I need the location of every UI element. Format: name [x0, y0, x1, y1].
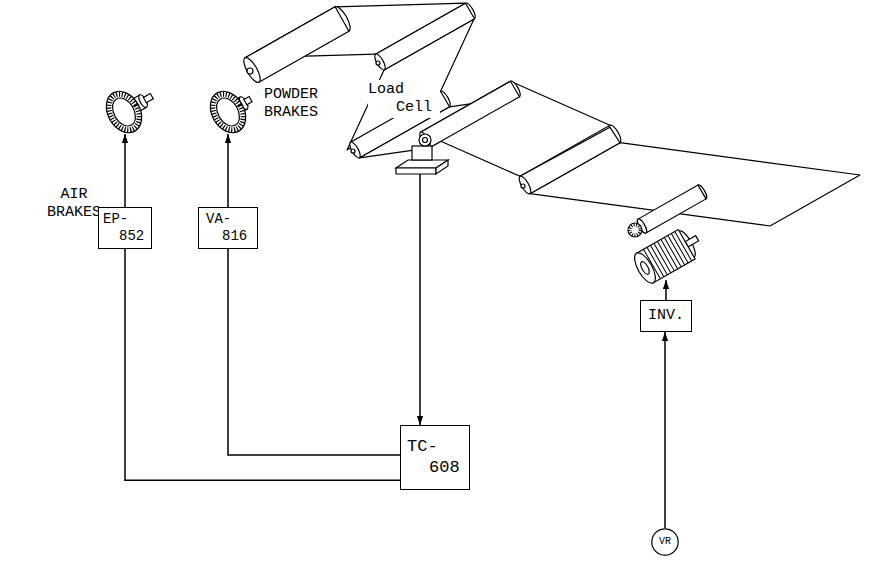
load-cell-symbol	[396, 134, 448, 174]
powder-brake-symbol	[212, 94, 244, 130]
circle-outline	[652, 529, 678, 555]
powder-brake-symbol	[244, 97, 252, 105]
connector-line	[124, 134, 126, 207]
tension-controller-box: TC- 608	[400, 425, 470, 490]
inverter-box: INV.	[640, 300, 692, 332]
roller	[521, 184, 525, 188]
node-text: VR	[659, 536, 671, 548]
roller	[241, 55, 263, 84]
roller	[376, 3, 475, 70]
roller	[630, 225, 640, 235]
node-text: EP- 852	[103, 211, 147, 245]
air-brake-symbol	[108, 94, 140, 130]
motor-symbol	[639, 260, 651, 275]
roller	[241, 2, 709, 237]
node-text: INV.	[648, 307, 684, 325]
load-cell-symbol	[396, 168, 436, 174]
load-cell-symbol	[436, 160, 448, 174]
roller	[376, 61, 380, 65]
brake-node: AIR BRAKES	[102, 90, 146, 134]
roller	[373, 53, 387, 72]
air-brake-symbol	[99, 77, 162, 139]
node-text: TC- 608	[407, 437, 463, 478]
load-cell-symbol	[412, 146, 432, 160]
brake-node: POWDER BRAKES	[206, 90, 250, 134]
connector-line	[664, 332, 666, 528]
connector-line	[227, 134, 229, 207]
powder-brake-symbol	[207, 89, 249, 135]
load-cell-symbol	[419, 134, 431, 146]
connector-line	[228, 249, 400, 455]
air-brake-symbol	[103, 89, 145, 135]
web-sheet	[245, 3, 860, 226]
roller	[245, 7, 349, 82]
connector-line	[125, 249, 400, 480]
air-brake-symbol	[143, 94, 153, 103]
roller	[638, 185, 706, 233]
powder-brake-symbol	[203, 85, 253, 139]
air-brake-symbol	[99, 85, 149, 139]
drive-arrow	[665, 280, 667, 300]
motor-symbol	[630, 224, 705, 287]
potentiometer-circle: VR	[651, 528, 679, 556]
load-cell-symbol	[423, 138, 428, 143]
powder-brake-symbol	[203, 80, 261, 139]
controller-box: EP- 852	[98, 207, 152, 249]
controller-box: VA- 816	[198, 207, 258, 249]
motor-symbol	[630, 250, 659, 286]
roller	[517, 175, 533, 196]
roller	[520, 127, 620, 193]
node-text: Load Cell	[368, 80, 440, 118]
connector-line	[419, 174, 421, 425]
node-text: VA- 816	[206, 211, 250, 245]
node-text: AIR BRAKES	[44, 186, 104, 222]
roller	[351, 149, 355, 153]
node-text: POWDER BRAKES	[264, 86, 330, 122]
roller	[628, 223, 642, 237]
sensor-node: Load Cell	[398, 150, 442, 174]
roller	[348, 141, 362, 160]
roller	[247, 68, 253, 74]
